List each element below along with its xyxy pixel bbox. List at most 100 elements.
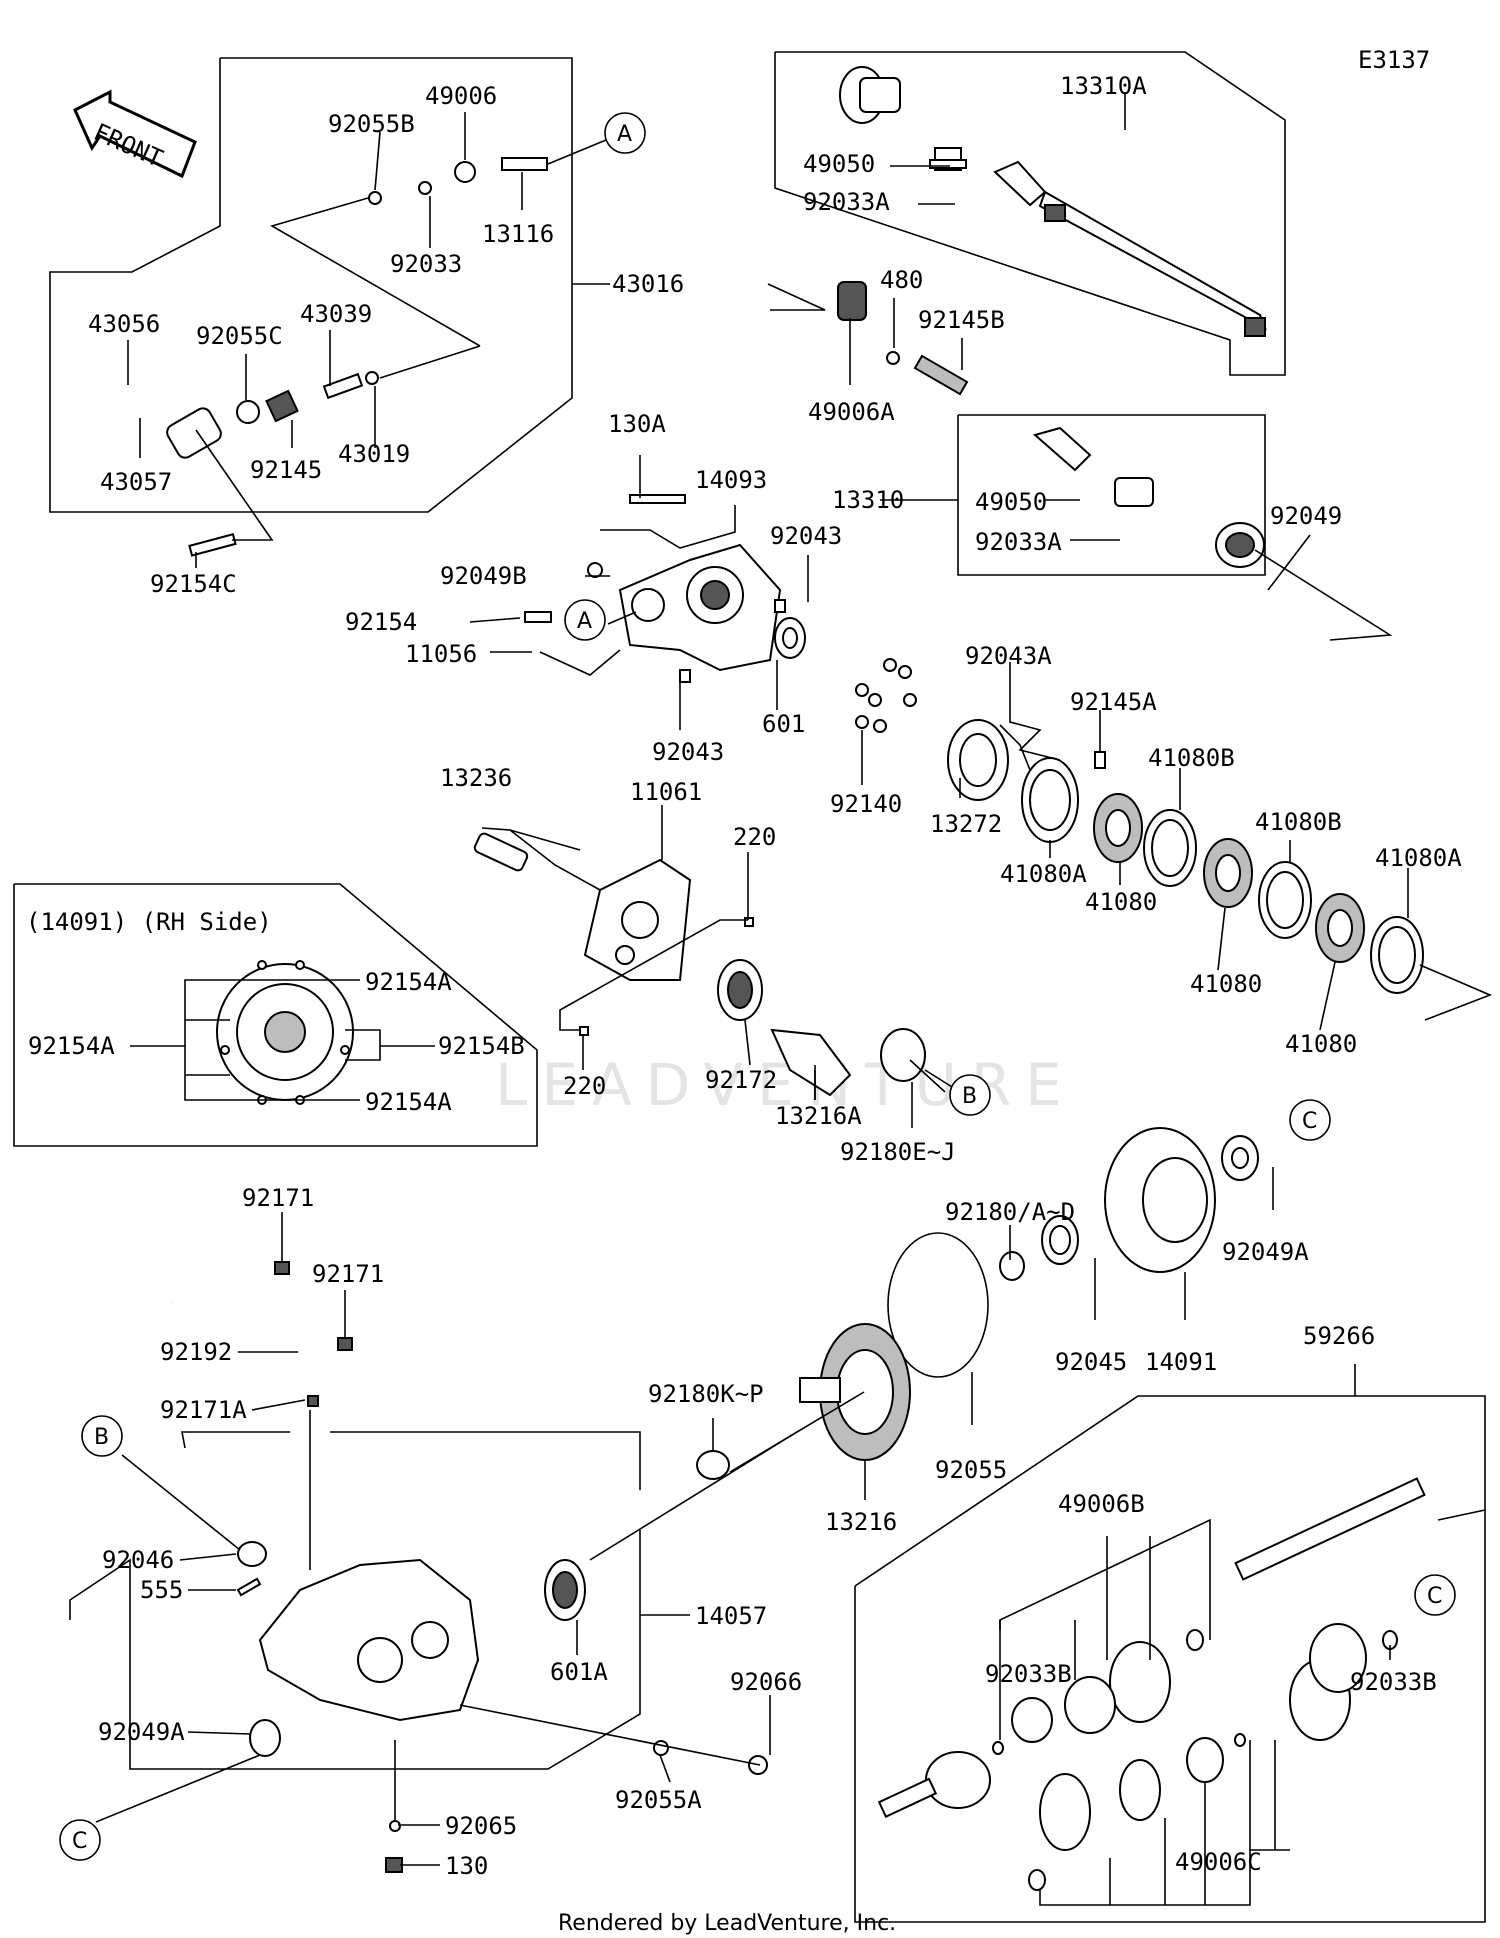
rh-side-cover-drawing — [216, 960, 354, 1105]
label-92066: 92066 — [730, 1668, 802, 1696]
ref-marker-a-top: A — [604, 112, 646, 154]
label-92055: 92055 — [935, 1456, 1007, 1484]
ref-marker-b-pinion: B — [949, 1074, 991, 1116]
label-130A: 130A — [608, 410, 666, 438]
label-220-top: 220 — [733, 823, 776, 851]
svg-text:A: A — [577, 609, 592, 634]
label-13116: 13116 — [482, 220, 554, 248]
label-555: 555 — [140, 1576, 183, 1604]
label-92154B: 92154B — [438, 1032, 525, 1060]
label-43019: 43019 — [338, 440, 410, 468]
label-41080A-2: 41080A — [1375, 844, 1462, 872]
label-14091: 14091 — [1145, 1348, 1217, 1376]
label-601A: 601A — [550, 1658, 608, 1686]
label-92192: 92192 — [160, 1338, 232, 1366]
label-92154C: 92154C — [150, 570, 237, 598]
inset-frame-rh-side — [13, 883, 538, 1147]
label-92049: 92049 — [1270, 502, 1342, 530]
label-92033A-mid: 92033A — [975, 528, 1062, 556]
label-49050-mid: 49050 — [975, 488, 1047, 516]
label-92154A-1: 92154A — [365, 968, 452, 996]
label-49050-top: 49050 — [803, 150, 875, 178]
svg-text:B: B — [962, 1084, 977, 1109]
label-92180E-J: 92180E~J — [840, 1138, 956, 1166]
diagram-code: E3137 — [1358, 46, 1430, 74]
label-92145B: 92145B — [918, 306, 1005, 334]
label-11056: 11056 — [405, 640, 477, 668]
label-43056: 43056 — [88, 310, 160, 338]
label-92154A-3: 92154A — [365, 1088, 452, 1116]
cover-11061 — [473, 832, 926, 1097]
label-92055C: 92055C — [196, 322, 283, 350]
clutch-pack — [947, 719, 1493, 1021]
label-92049B: 92049B — [440, 562, 527, 590]
label-13310A: 13310A — [1060, 72, 1147, 100]
svg-text:C: C — [72, 1829, 87, 1854]
label-49006B: 49006B — [1058, 1490, 1145, 1518]
label-92043-bottom: 92043 — [652, 738, 724, 766]
label-13310: 13310 — [832, 486, 904, 514]
label-92033: 92033 — [390, 250, 462, 278]
label-92171-2: 92171 — [312, 1260, 384, 1288]
label-49006: 49006 — [425, 82, 497, 110]
label-43016: 43016 — [612, 270, 684, 298]
label-92043-top: 92043 — [770, 522, 842, 550]
label-92171A: 92171A — [160, 1396, 247, 1424]
label-92033A-top: 92033A — [803, 188, 890, 216]
label-92140: 92140 — [830, 790, 902, 818]
label-11061: 11061 — [630, 778, 702, 806]
svg-text:C: C — [1427, 1584, 1442, 1609]
label-41080B-2: 41080B — [1255, 808, 1342, 836]
label-220-bottom: 220 — [563, 1072, 606, 1100]
label-41080B-1: 41080B — [1148, 744, 1235, 772]
ref-marker-c-axle: C — [1414, 1574, 1456, 1616]
leader-lines — [95, 92, 1486, 1906]
label-14057: 14057 — [695, 1602, 767, 1630]
label-14093: 14093 — [695, 466, 767, 494]
label-92065: 92065 — [445, 1812, 517, 1840]
label-13216: 13216 — [825, 1508, 897, 1536]
label-130: 130 — [445, 1852, 488, 1880]
label-92154A-2: 92154A — [28, 1032, 115, 1060]
footer-credit: Rendered by LeadVenture, Inc. — [558, 1911, 896, 1936]
label-41080-2: 41080 — [1190, 970, 1262, 998]
label-41080A-1: 41080A — [1000, 860, 1087, 888]
label-92145A: 92145A — [1070, 688, 1157, 716]
label-92033B-right: 92033B — [1350, 1668, 1437, 1696]
inset-title: (14091) (RH Side) — [26, 908, 272, 936]
label-92055A: 92055A — [615, 1786, 702, 1814]
label-13216A: 13216A — [775, 1102, 862, 1130]
label-601: 601 — [762, 710, 805, 738]
group-frame-14057-left — [69, 1530, 641, 1770]
group-frame-13310A — [774, 51, 1286, 376]
housing-14093 — [524, 494, 806, 683]
label-92154: 92154 — [345, 608, 417, 636]
group-frame-14057-top-right — [330, 1431, 641, 1490]
svg-text:A: A — [617, 122, 632, 147]
label-92180-A-D: 92180/A~D — [945, 1198, 1075, 1226]
group-frame-14057-top-left — [181, 1431, 290, 1449]
ball-set-92140 — [855, 658, 917, 733]
label-480: 480 — [880, 266, 923, 294]
label-49006C: 49006C — [1175, 1848, 1262, 1876]
group-frame-43016 — [49, 57, 573, 513]
ring-gear-13216 — [696, 1323, 911, 1480]
label-13236: 13236 — [440, 764, 512, 792]
propeller-shaft-13310A — [839, 66, 1267, 337]
label-92171-1: 92171 — [242, 1184, 314, 1212]
group-frame-59266 — [854, 1395, 1486, 1923]
part-labels: 13310A 49050 92033A 92055B 49006 13116 9… — [26, 72, 1462, 1880]
label-92049A-top: 92049A — [1222, 1238, 1309, 1266]
label-43057: 43057 — [100, 468, 172, 496]
svg-text:C: C — [1302, 1109, 1317, 1134]
label-92180K-P: 92180K~P — [648, 1380, 764, 1408]
ref-marker-c-cover: C — [1289, 1099, 1331, 1141]
label-92046: 92046 — [102, 1546, 174, 1574]
label-41080-1: 41080 — [1085, 888, 1157, 916]
label-49006A: 49006A — [808, 398, 895, 426]
gear-case-14057 — [236, 1541, 768, 1873]
svg-text:B: B — [94, 1425, 109, 1450]
ref-marker-a-housing: A — [564, 599, 606, 641]
label-92055B: 92055B — [328, 110, 415, 138]
